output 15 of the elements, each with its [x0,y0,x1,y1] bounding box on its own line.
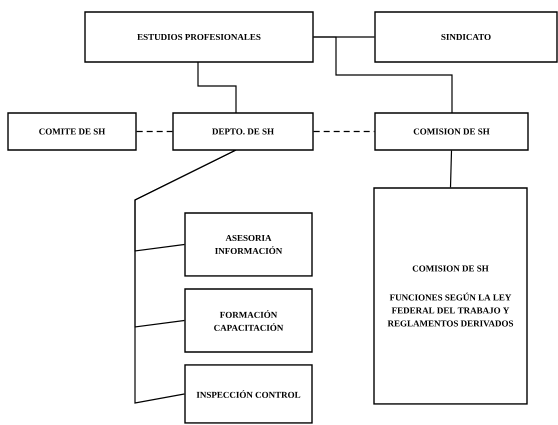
connector-line [314,130,374,132]
connector-line [136,130,172,132]
connector-line [197,62,237,113]
text-box: COMISION DE SH FUNCIONES SEGÚN LA LEY FEDERAL DEL TRABAJO Y REGLAMENTOS DERIVADOS [373,187,528,405]
org-box: ASESORIA INFORMACIÓN [184,212,313,277]
connector-line [134,149,236,404]
org-box: COMISION DE SH [374,112,529,151]
connector-line [314,36,453,113]
org-box: FORMACIÓN CAPACITACIÓN [184,288,313,353]
org-box: SINDICATO [374,11,558,63]
org-box: DEPTO. DE SH [172,112,314,151]
org-box: COMITE DE SH [7,112,137,151]
connector-line [450,150,452,188]
org-box: INSPECCIÓN CONTROL [184,364,313,424]
org-box: ESTUDIOS PROFESIONALES [84,11,314,63]
